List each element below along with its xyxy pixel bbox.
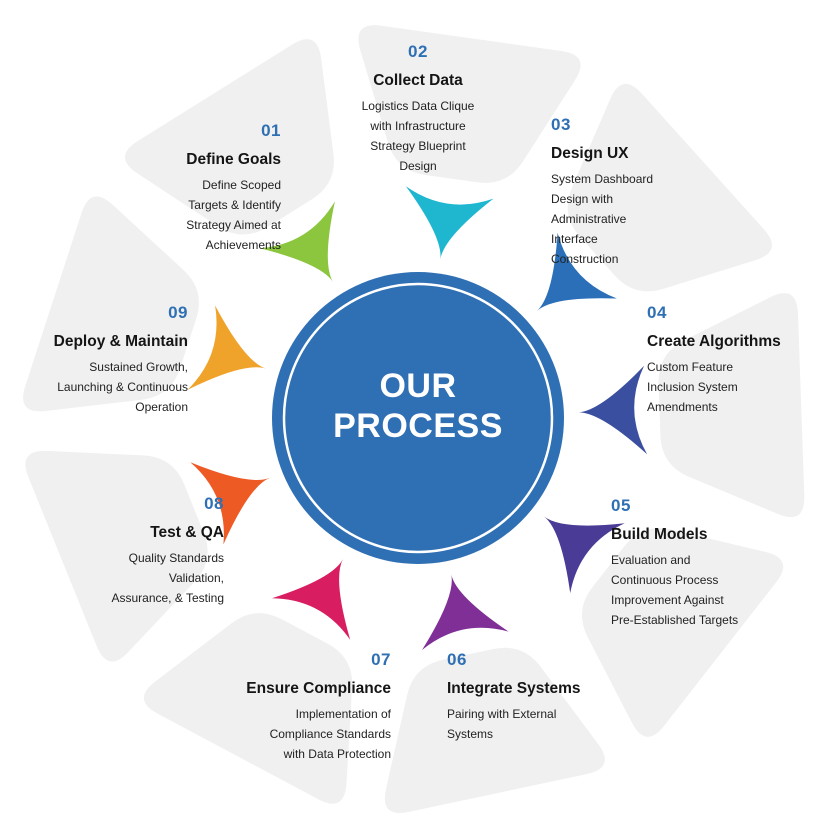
description-line: Improvement Against xyxy=(611,593,724,607)
chevron-07-icon xyxy=(272,559,351,640)
description-line: Operation xyxy=(135,400,188,414)
description-line: Amendments xyxy=(647,400,718,414)
description-line: System Dashboard xyxy=(551,172,654,186)
chevron-09-icon xyxy=(187,305,266,390)
description-line: Construction xyxy=(551,252,619,266)
step-title: Deploy & Maintain xyxy=(53,333,188,350)
step-description: Quality Standards Validation, Assurance,… xyxy=(64,548,224,608)
description-line: Systems xyxy=(447,727,494,741)
description-line: Implementation of xyxy=(295,707,391,721)
description-line: Administrative xyxy=(551,212,627,226)
step-title: Build Models xyxy=(611,526,708,543)
description-line: Design xyxy=(399,159,437,173)
description-line: Quality Standards xyxy=(128,551,224,565)
chevron-05-icon xyxy=(544,516,625,594)
arrow-icons xyxy=(187,186,648,650)
step-number: 04 xyxy=(647,303,667,322)
description-line: Custom Feature xyxy=(647,360,734,374)
step-01: 01 Define Goals Define Scoped Targets & … xyxy=(160,121,281,255)
step-title: Design UX xyxy=(551,145,629,162)
description-line: Pre-Established Targets xyxy=(611,613,739,627)
step-09: 09 Deploy & Maintain Sustained Growth, L… xyxy=(28,303,188,417)
step-title: Ensure Compliance xyxy=(246,680,391,697)
step-number: 05 xyxy=(611,496,631,515)
description-line: Pairing with External xyxy=(447,707,557,721)
step-description: Evaluation and Continuous Process Improv… xyxy=(611,550,781,630)
description-line: Sustained Growth, xyxy=(89,360,188,374)
description-line: Strategy Aimed at xyxy=(186,218,281,232)
step-07: 07 Ensure Compliance Implementation of C… xyxy=(221,650,391,764)
center-title: OUR PROCESS xyxy=(290,366,546,446)
step-03: 03 Design UX System Dashboard Design wit… xyxy=(551,115,681,269)
step-number: 03 xyxy=(551,115,571,134)
description-line: Compliance Standards xyxy=(269,727,391,741)
step-title: Create Algorithms xyxy=(647,333,781,350)
step-description: Logistics Data Clique with Infrastructur… xyxy=(338,96,498,176)
center-title-line1: OUR xyxy=(379,367,457,405)
description-line: Continuous Process xyxy=(611,573,719,587)
step-04: 04 Create Algorithms Custom Feature Incl… xyxy=(647,303,807,417)
step-description: Define Scoped Targets & Identify Strateg… xyxy=(160,175,281,255)
description-line: with Data Protection xyxy=(283,747,391,761)
step-number: 06 xyxy=(447,650,467,669)
chevron-06-icon xyxy=(422,574,509,650)
center-title-line2: PROCESS xyxy=(333,407,503,445)
description-line: Validation, xyxy=(168,571,224,585)
description-line: Targets & Identify xyxy=(188,198,281,212)
card-08 xyxy=(25,450,208,662)
step-title: Test & QA xyxy=(150,524,224,541)
chevron-08-icon xyxy=(190,462,270,545)
center-outer-circle xyxy=(272,272,564,564)
card-04 xyxy=(658,293,805,518)
card-03 xyxy=(567,83,772,292)
description-line: Design with xyxy=(551,192,614,206)
step-number: 02 xyxy=(408,42,428,61)
step-06: 06 Integrate Systems Pairing with Extern… xyxy=(447,650,607,744)
step-08: 08 Test & QA Quality Standards Validatio… xyxy=(64,494,224,608)
step-02: 02 Collect Data Logistics Data Clique wi… xyxy=(338,42,498,176)
chevron-03-icon xyxy=(536,232,617,311)
step-title: Collect Data xyxy=(373,72,463,89)
chevron-01-icon xyxy=(259,201,335,283)
chevron-04-icon xyxy=(577,365,648,455)
description-line: Assurance, & Testing xyxy=(111,591,224,605)
petal-cards xyxy=(23,25,805,813)
step-05: 05 Build Models Evaluation and Continuou… xyxy=(611,496,781,630)
description-line: with Infrastructure xyxy=(370,119,466,133)
card-06 xyxy=(384,647,605,813)
description-line: Achievements xyxy=(205,238,281,252)
step-title: Integrate Systems xyxy=(447,680,581,697)
step-number: 08 xyxy=(204,494,224,513)
description-line: Interface xyxy=(551,232,598,246)
step-title: Define Goals xyxy=(186,151,281,168)
step-description: Implementation of Compliance Standards w… xyxy=(221,704,391,764)
card-05 xyxy=(581,528,784,737)
card-02 xyxy=(358,25,581,183)
card-07 xyxy=(143,613,353,804)
description-line: Strategy Blueprint xyxy=(370,139,466,153)
description-line: Launching & Continuous xyxy=(57,380,188,394)
step-number: 09 xyxy=(168,303,188,322)
card-09 xyxy=(23,196,199,412)
description-line: Logistics Data Clique xyxy=(361,99,475,113)
step-number: 01 xyxy=(261,121,281,140)
step-description: Custom Feature Inclusion System Amendmen… xyxy=(647,357,807,417)
step-description: Sustained Growth, Launching & Continuous… xyxy=(28,357,188,417)
description-line: Define Scoped xyxy=(202,178,281,192)
step-number: 07 xyxy=(371,650,391,669)
description-line: Evaluation and xyxy=(611,553,691,567)
step-description: Pairing with External Systems xyxy=(447,704,607,744)
center-inner-ring xyxy=(282,282,554,554)
chevron-02-icon xyxy=(405,186,494,260)
step-description: System Dashboard Design with Administrat… xyxy=(551,169,681,269)
card-01 xyxy=(124,39,334,235)
description-line: Inclusion System xyxy=(647,380,738,394)
